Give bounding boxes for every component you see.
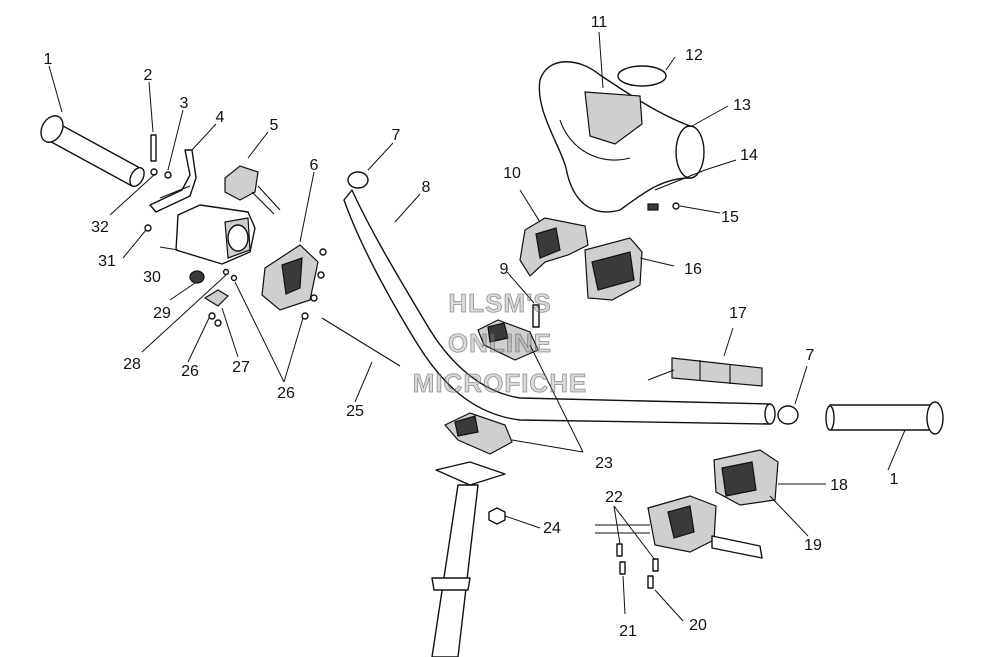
- handlebar-tube: [343, 189, 776, 425]
- callout-6: 6: [310, 157, 319, 174]
- callout-3: 3: [180, 95, 189, 112]
- callout-15: 15: [721, 209, 739, 226]
- screw-21: [619, 561, 626, 575]
- callout-26-left: 26: [181, 363, 199, 380]
- nut: [488, 507, 506, 525]
- decal-12: [617, 65, 667, 87]
- watermark-line-1: HLSM'S: [448, 288, 551, 318]
- callout-7-right: 7: [806, 347, 815, 364]
- callout-25: 25: [346, 403, 364, 420]
- callout-23: 23: [595, 455, 613, 472]
- callout-27: 27: [232, 359, 250, 376]
- callout-31: 31: [98, 253, 116, 270]
- lamp-14: [647, 203, 659, 211]
- watermark: HLSM'S ONLINE MICROFICHE: [412, 288, 588, 399]
- screw-22b: [652, 558, 659, 572]
- upper-clamp: [477, 319, 539, 361]
- throttle-housing: [175, 204, 256, 265]
- screw-2: [150, 134, 157, 162]
- callout-9: 9: [500, 261, 509, 278]
- callout-24: 24: [543, 520, 561, 537]
- screw-20: [647, 575, 654, 589]
- callout-17: 17: [729, 305, 747, 322]
- screw-15: [672, 202, 680, 210]
- washer-32: [150, 168, 158, 176]
- callout-19: 19: [804, 537, 822, 554]
- throttle-lever: [149, 149, 197, 213]
- right-grip: [825, 401, 944, 435]
- cover-16: [584, 237, 643, 301]
- watermark-line-2: ONLINE: [448, 328, 552, 358]
- washer-3: [164, 171, 172, 179]
- callout-22: 22: [605, 489, 623, 506]
- callout-10: 10: [503, 165, 521, 182]
- callout-5: 5: [270, 117, 279, 134]
- callout-labels: 1 2 3 4 5 6 7 8 9 10 11 12 13 14 15 16 1…: [44, 14, 899, 640]
- screw-26b: [214, 319, 222, 327]
- callout-1-right: 1: [890, 471, 899, 488]
- end-plug-right: [777, 405, 799, 425]
- cover-27: [203, 289, 229, 307]
- steering-post: [431, 461, 506, 657]
- callout-26-lower: 26: [277, 385, 295, 402]
- switch-5: [224, 165, 281, 215]
- screw-22a: [616, 543, 623, 557]
- clamp-bolt: [532, 304, 540, 328]
- plug-29: [189, 270, 205, 284]
- leader-lines: [48, 31, 906, 622]
- cable-25: [321, 317, 401, 367]
- screw-6d: [301, 312, 309, 320]
- screw-26a: [208, 312, 216, 320]
- callout-32: 32: [91, 219, 109, 236]
- screw-28a: [222, 268, 230, 276]
- callout-29: 29: [153, 305, 171, 322]
- watermark-line-3: MICROFICHE: [413, 368, 588, 398]
- callout-13: 13: [733, 97, 751, 114]
- callout-16: 16: [684, 261, 702, 278]
- wire-14: [654, 169, 706, 191]
- lower-clamp: [444, 412, 513, 455]
- end-plug-top: [347, 171, 369, 189]
- callout-1-left: 1: [44, 51, 53, 68]
- callout-14: 14: [740, 147, 758, 164]
- screw-6a: [319, 248, 327, 256]
- brake-lever-assembly: [595, 495, 763, 559]
- screw-6c: [310, 294, 318, 302]
- callout-30: 30: [143, 269, 161, 286]
- callout-12: 12: [685, 47, 703, 64]
- cover-10: [519, 217, 589, 277]
- callout-8: 8: [422, 179, 431, 196]
- handlebar-pod: [538, 61, 705, 213]
- callout-20: 20: [689, 617, 707, 634]
- switch-housing-6: [261, 244, 319, 311]
- screw-31: [144, 224, 152, 232]
- screw-6b: [317, 271, 325, 279]
- callout-4: 4: [216, 109, 225, 126]
- callout-2: 2: [144, 67, 153, 84]
- master-cylinder-18: [713, 449, 779, 506]
- screw-28b: [230, 274, 238, 282]
- callout-21: 21: [619, 623, 637, 640]
- callout-18: 18: [830, 477, 848, 494]
- callout-28: 28: [123, 356, 141, 373]
- callout-11: 11: [591, 14, 608, 31]
- left-grip: [40, 115, 145, 187]
- grip-heater-17: [647, 357, 763, 387]
- callout-7-top: 7: [392, 127, 401, 144]
